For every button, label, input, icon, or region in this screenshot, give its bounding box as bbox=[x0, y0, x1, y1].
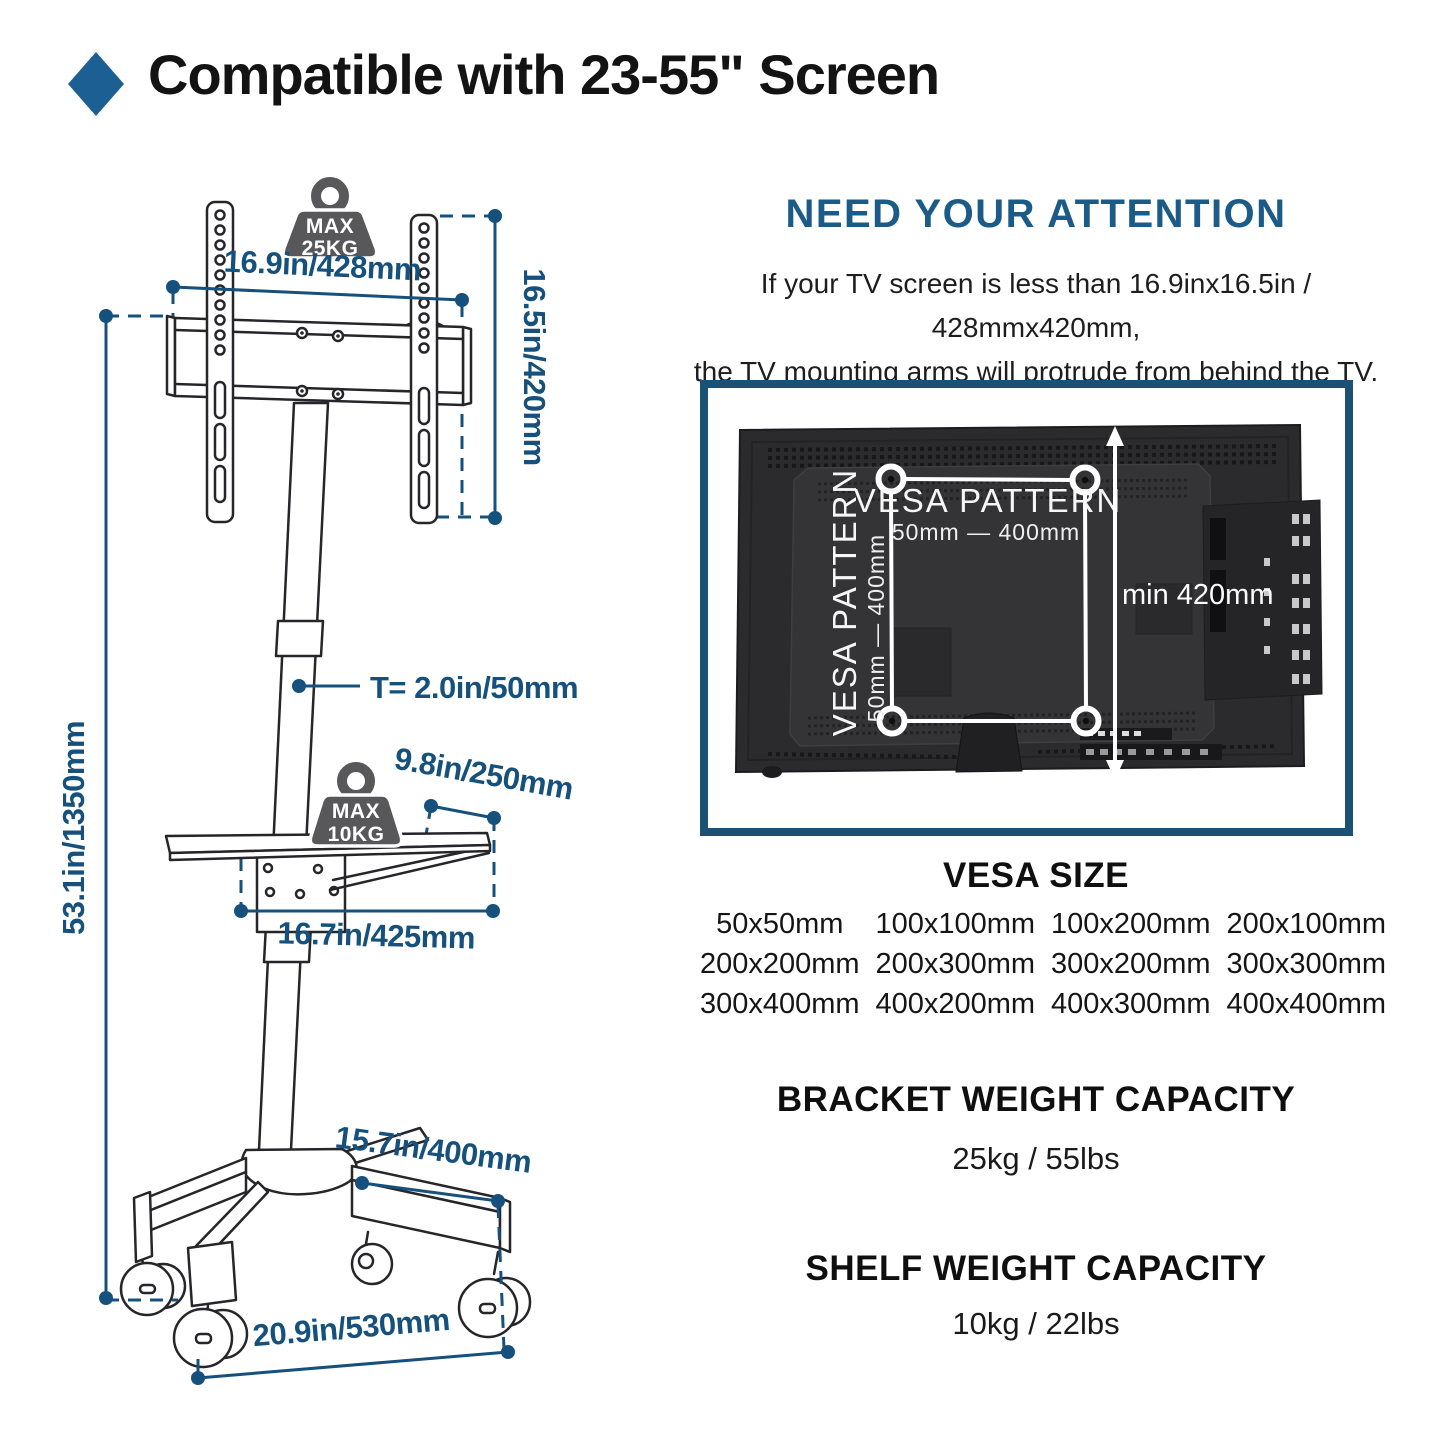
dim-base-width: 20.9in/530mm bbox=[251, 1302, 451, 1353]
vesa-size-table: 50x50mm 100x100mm 100x200mm 200x100mm 20… bbox=[692, 908, 1394, 1021]
bracket-badge-weight-label: 25KG bbox=[302, 237, 359, 260]
vesa-rail-right bbox=[409, 213, 439, 525]
vesa-pattern-label: VESA PATTERN bbox=[854, 482, 1123, 519]
vesa-size-cell: 100x100mm bbox=[875, 908, 1036, 940]
dim-bracket-height: 16.5in/420mm bbox=[517, 268, 552, 465]
bracket-weight-capacity-value: 25kg / 55lbs bbox=[952, 1141, 1120, 1176]
vesa-pattern-overlay: VESA PATTERN 50mm — 400mm VESA PATTERN 5… bbox=[826, 463, 1123, 737]
shelf-badge-max-label: MAX bbox=[332, 800, 380, 823]
base-leg-front bbox=[186, 1180, 270, 1308]
tv-recess-right bbox=[1135, 583, 1193, 635]
vesa-size-cell: 400x300mm bbox=[1050, 988, 1211, 1020]
caster-left bbox=[119, 1258, 187, 1317]
page-title: Compatible with 23-55" Screen bbox=[148, 43, 940, 106]
vesa-size-cell: 50x50mm bbox=[716, 908, 844, 940]
base-leg-left bbox=[132, 1156, 248, 1264]
base-leg-right bbox=[350, 1164, 512, 1254]
vesa-size-cell: 200x200mm bbox=[699, 948, 860, 980]
vesa-size-cell: 300x400mm bbox=[699, 988, 860, 1020]
dim-stand-height: 53.1in/1350mm bbox=[56, 721, 91, 935]
bracket-weight-capacity-heading: BRACKET WEIGHT CAPACITY bbox=[776, 1080, 1296, 1119]
shelf-weight-capacity-heading: SHELF WEIGHT CAPACITY bbox=[805, 1249, 1267, 1288]
tv-cart-diagram: MAX 10KG MAX 25KG bbox=[56, 173, 579, 1385]
caster-front bbox=[172, 1304, 249, 1369]
tv-stand-mount bbox=[955, 712, 1023, 773]
vesa-pattern-label-vertical: VESA PATTERN bbox=[826, 468, 863, 737]
caster-back bbox=[350, 1230, 394, 1286]
min-height-arrow: min 420mm bbox=[1106, 426, 1274, 780]
shelf-badge-weight-label: 10KG bbox=[328, 823, 385, 846]
vesa-range-label-vertical: 50mm — 400mm bbox=[863, 534, 889, 722]
attention-paragraph: If your TV screen is less than 16.9inx16… bbox=[660, 262, 1412, 394]
vesa-size-cell: 100x200mm bbox=[1050, 908, 1211, 940]
tv-ports bbox=[1264, 514, 1310, 684]
cart-pole bbox=[257, 401, 330, 1152]
tv-recess-left bbox=[892, 627, 952, 697]
vesa-range-label: 50mm — 400mm bbox=[892, 519, 1080, 545]
dim-shelf-width: 16.7in/425mm bbox=[277, 915, 475, 955]
vesa-size-cell: 300x300mm bbox=[1226, 948, 1387, 980]
dimension-lines bbox=[99, 209, 515, 1385]
dim-bracket-width: 16.9in/428mm bbox=[223, 244, 422, 288]
caster-right bbox=[457, 1250, 532, 1339]
attention-heading: NEED YOUR ATTENTION bbox=[785, 192, 1287, 236]
vesa-size-cell: 300x200mm bbox=[1050, 948, 1211, 980]
vesa-rail-left bbox=[205, 200, 235, 524]
cart-base bbox=[119, 1126, 532, 1369]
shelf-weight-capacity-value: 10kg / 22lbs bbox=[952, 1306, 1120, 1341]
dim-pole-thickness: T= 2.0in/50mm bbox=[370, 670, 578, 705]
tv-foot bbox=[762, 766, 782, 778]
attention-line-1: If your TV screen is less than 16.9inx16… bbox=[760, 268, 1312, 343]
tv-back-illustration: VESA PATTERN 50mm — 400mm VESA PATTERN 5… bbox=[734, 423, 1323, 780]
pole-clamp-upper bbox=[274, 619, 325, 658]
vesa-size-cell: 400x400mm bbox=[1226, 988, 1387, 1020]
dim-shelf-depth: 9.8in/250mm bbox=[392, 741, 576, 807]
vesa-size-cell: 400x200mm bbox=[875, 988, 1036, 1020]
vesa-size-cell: 200x100mm bbox=[1226, 908, 1387, 940]
vesa-size-heading: VESA SIZE bbox=[942, 856, 1130, 895]
dashed-guides-front bbox=[106, 1204, 506, 1376]
tv-back-image-frame: VESA PATTERN 50mm — 400mm VESA PATTERN 5… bbox=[700, 380, 1353, 836]
bracket-screws bbox=[295, 326, 345, 401]
vesa-size-cell: 200x300mm bbox=[875, 948, 1036, 980]
shelf-max-weight-badge: MAX 10KG bbox=[308, 758, 404, 848]
bracket-badge-max-label: MAX bbox=[306, 215, 354, 238]
min-height-label: min 420mm bbox=[1122, 579, 1274, 611]
tv-bracket-assembly bbox=[165, 200, 473, 525]
tv-top-vents bbox=[767, 444, 1279, 468]
bracket-max-weight-badge: MAX 25KG bbox=[281, 173, 379, 260]
